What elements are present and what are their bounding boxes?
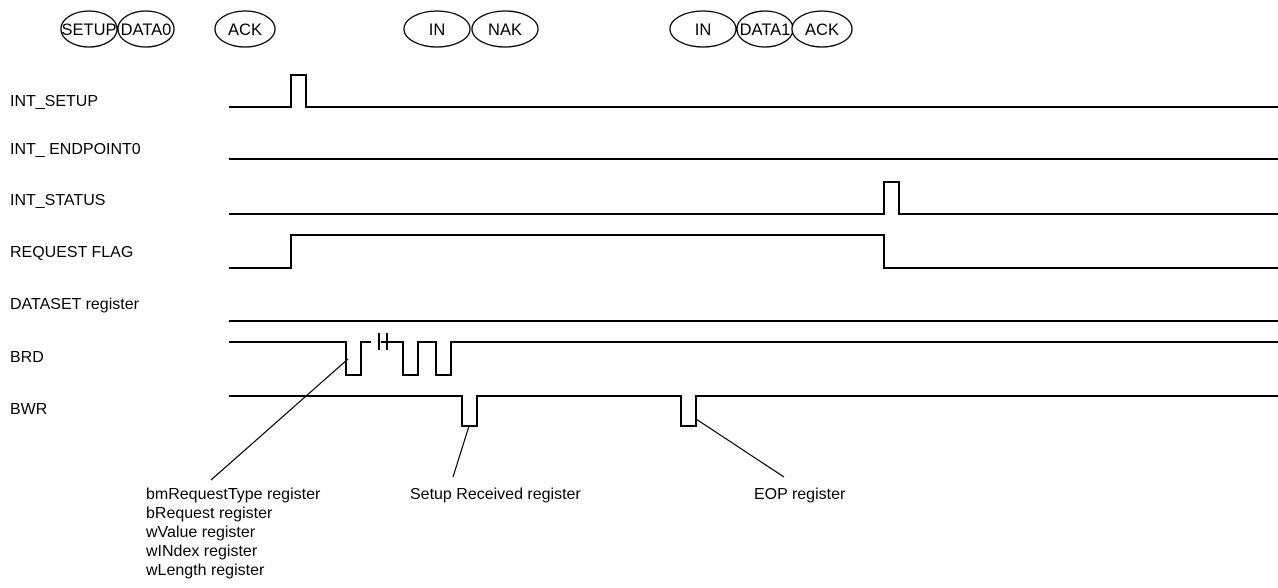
waveforms (229, 74, 1278, 427)
packet-token-label: ACK (228, 21, 262, 39)
packet-group-setup: SETUP DATA0 ACK (60, 10, 276, 48)
packet-sequence: SETUP DATA0 ACK IN NAK IN DATA1 ACK (60, 10, 853, 48)
signal-label-int-status: INT_STATUS (10, 192, 105, 209)
waveform-int-status (229, 181, 1278, 215)
callout-lines (210, 358, 785, 481)
annotation-wlength: wLength register (145, 562, 265, 579)
packet-token-label: DATA1 (740, 21, 791, 39)
packet-token-shape (471, 10, 539, 48)
packet-token-shape (791, 10, 853, 48)
packet-token-label: SETUP (61, 21, 116, 39)
packet-token-label: IN (429, 21, 446, 39)
packet-token-shape (214, 10, 276, 48)
signal-label-bwr: BWR (10, 401, 47, 418)
packet-token-shape (403, 10, 471, 48)
waveform-int-setup (229, 74, 1278, 108)
waveform-brd (229, 333, 1278, 376)
packet-token-label: NAK (488, 21, 522, 39)
signal-label-int-endpoint0: INT_ ENDPOINT0 (10, 141, 141, 158)
waveform-request-flag (229, 234, 1278, 269)
callout-labels: bmRequestType register bRequest register… (145, 486, 846, 579)
signal-label-brd: BRD (10, 349, 44, 366)
callout-line-brd-registers (210, 358, 349, 481)
annotation-wvalue: wValue register (145, 524, 256, 541)
packet-token-label: ACK (805, 21, 839, 39)
signal-label-request-flag: REQUEST FLAG (10, 244, 133, 261)
packet-token-shape (60, 10, 118, 48)
signal-label-dataset-register: DATASET register (10, 296, 140, 313)
annotation-brequest: bRequest register (146, 505, 273, 522)
annotation-eop: EOP register (754, 486, 846, 503)
packet-token-label: IN (695, 21, 712, 39)
packet-group-in-data1: IN DATA1 ACK (669, 10, 853, 48)
packet-token-shape (117, 10, 175, 48)
annotation-bmrequesttype: bmRequestType register (146, 486, 321, 503)
packet-group-in-nak: IN NAK (403, 10, 539, 48)
signal-label-int-setup: INT_SETUP (10, 93, 98, 110)
annotation-windex: wINdex register (145, 543, 258, 560)
waveform-bwr (229, 395, 1278, 427)
signal-labels: INT_SETUP INT_ ENDPOINT0 INT_STATUS REQU… (10, 93, 141, 418)
callout-line-eop (695, 418, 785, 478)
packet-token-shape (669, 10, 737, 48)
callout-line-setup-received (452, 425, 470, 478)
annotation-setup-received: Setup Received register (410, 486, 581, 503)
packet-token-label: DATA0 (121, 21, 172, 39)
